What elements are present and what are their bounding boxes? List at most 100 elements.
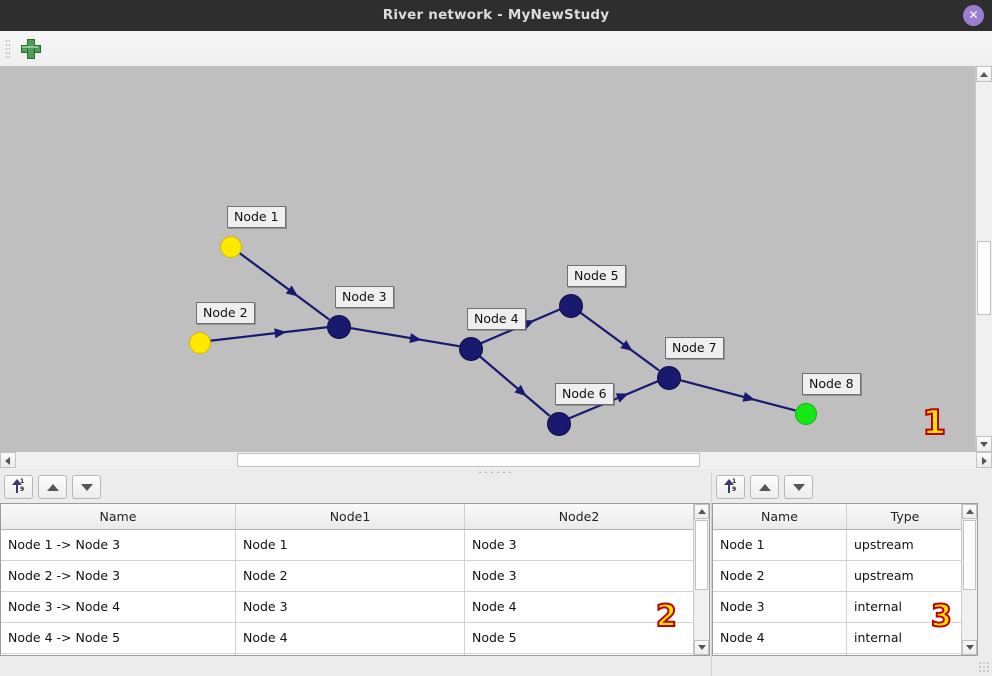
window-title: River network - MyNewStudy — [382, 7, 610, 23]
table-cell[interactable]: Node 3 — [236, 592, 465, 622]
table-cell[interactable]: upstream — [847, 561, 964, 591]
table-cell[interactable] — [236, 654, 465, 655]
reaches-scroll-down-icon[interactable] — [694, 640, 709, 655]
table-cell[interactable]: Node 2 -> Node 3 — [1, 561, 236, 591]
network-canvas[interactable]: Node 1 Node 2 Node 3 Node 4 Node 5 Node 6 Node… — [0, 66, 976, 452]
reaches-move-up-button[interactable] — [38, 475, 67, 499]
table-cell[interactable]: Node 3 — [713, 592, 847, 622]
table-cell[interactable]: Node 3 -> Node 4 — [1, 592, 236, 622]
title-bar: River network - MyNewStudy ✕ — [0, 0, 992, 32]
node-label-node-2[interactable]: Node 2 — [196, 302, 255, 324]
annotation-2: 2 — [655, 599, 678, 634]
reaches-scroll-thumb[interactable] — [695, 520, 708, 590]
graph-node-node-1[interactable] — [220, 236, 242, 258]
table-cell[interactable]: Node 2 — [236, 561, 465, 591]
scroll-down-icon[interactable] — [976, 436, 992, 452]
reaches-column-header-name[interactable]: Name — [1, 504, 236, 529]
graph-node-node-8[interactable] — [795, 403, 817, 425]
node-label-node-5[interactable]: Node 5 — [567, 265, 626, 287]
node-label-node-7[interactable]: Node 7 — [665, 337, 724, 359]
table-cell[interactable] — [1, 654, 236, 655]
reaches-move-down-button[interactable] — [72, 475, 101, 499]
graph-node-node-3[interactable] — [327, 315, 351, 339]
table-cell[interactable]: Node 1 — [713, 530, 847, 560]
node-label-node-3[interactable]: Node 3 — [335, 286, 394, 308]
nodes-scroll-up-icon[interactable] — [962, 504, 977, 519]
table-cell[interactable]: Node 4 — [713, 623, 847, 653]
nodes-table-scrollbar[interactable] — [961, 504, 977, 655]
graph-horizontal-scrollbar[interactable] — [0, 452, 992, 470]
table-row[interactable] — [713, 654, 977, 655]
graph-view[interactable]: Node 1 Node 2 Node 3 Node 4 Node 5 Node 6 Node… — [0, 66, 992, 453]
table-cell[interactable]: Node 2 — [713, 561, 847, 591]
reaches-column-header-node2[interactable]: Node2 — [465, 504, 694, 529]
table-cell[interactable] — [465, 654, 694, 655]
table-cell[interactable]: Node 1 -> Node 3 — [1, 530, 236, 560]
nodes-move-up-button[interactable] — [750, 475, 779, 499]
reaches-column-header-node1[interactable]: Node1 — [236, 504, 465, 529]
annotation-3: 3 — [930, 599, 953, 634]
graph-node-node-6[interactable] — [547, 412, 571, 436]
reaches-table-scrollbar[interactable] — [693, 504, 709, 655]
table-row[interactable] — [1, 654, 709, 655]
table-cell[interactable] — [713, 654, 847, 655]
sort-digit-top: 1 — [20, 478, 25, 485]
splitter-handle-dots — [477, 471, 515, 474]
vertical-scroll-thumb[interactable] — [977, 241, 991, 315]
close-icon[interactable]: ✕ — [963, 5, 984, 26]
table-cell[interactable]: upstream — [847, 530, 964, 560]
node-label-node-1[interactable]: Node 1 — [227, 206, 286, 228]
nodes-scroll-thumb[interactable] — [963, 520, 976, 590]
graph-node-node-5[interactable] — [559, 294, 583, 318]
table-cell[interactable]: Node 1 — [236, 530, 465, 560]
toolbar-grip[interactable] — [5, 39, 10, 59]
table-cell[interactable]: Node 3 — [465, 530, 694, 560]
nodes-move-down-button[interactable] — [784, 475, 813, 499]
graph-node-node-4[interactable] — [459, 337, 483, 361]
reaches-sort-button[interactable]: 1 9 — [4, 475, 33, 499]
table-cell[interactable] — [847, 654, 964, 655]
resize-grip[interactable] — [978, 661, 990, 673]
table-cell[interactable]: Node 4 -> Node 5 — [1, 623, 236, 653]
graph-node-node-7[interactable] — [657, 366, 681, 390]
panel-splitter[interactable] — [0, 469, 992, 475]
nodes-scroll-down-icon[interactable] — [962, 640, 977, 655]
sort-digit-bottom: 9 — [732, 486, 737, 493]
table-cell[interactable]: Node 4 — [236, 623, 465, 653]
nodes-column-header-name[interactable]: Name — [713, 504, 847, 529]
scroll-left-icon[interactable] — [0, 452, 16, 468]
graph-vertical-scrollbar[interactable] — [975, 66, 992, 452]
horizontal-scroll-thumb[interactable] — [237, 453, 700, 467]
scroll-up-icon[interactable] — [976, 66, 992, 82]
node-label-node-8[interactable]: Node 8 — [802, 373, 861, 395]
table-cell[interactable]: Node 3 — [465, 561, 694, 591]
annotation-1: 1 — [921, 403, 947, 443]
node-label-node-6[interactable]: Node 6 — [555, 383, 614, 405]
nodes-column-header-type[interactable]: Type — [847, 504, 964, 529]
graph-node-node-2[interactable] — [189, 332, 211, 354]
reaches-scroll-up-icon[interactable] — [694, 504, 709, 519]
scroll-right-icon[interactable] — [976, 452, 992, 468]
node-label-node-4[interactable]: Node 4 — [467, 308, 526, 330]
add-node-icon[interactable] — [20, 38, 42, 60]
sort-digit-bottom: 9 — [20, 486, 25, 493]
nodes-sort-button[interactable]: 1 9 — [716, 475, 745, 499]
network-edges — [208, 251, 796, 420]
